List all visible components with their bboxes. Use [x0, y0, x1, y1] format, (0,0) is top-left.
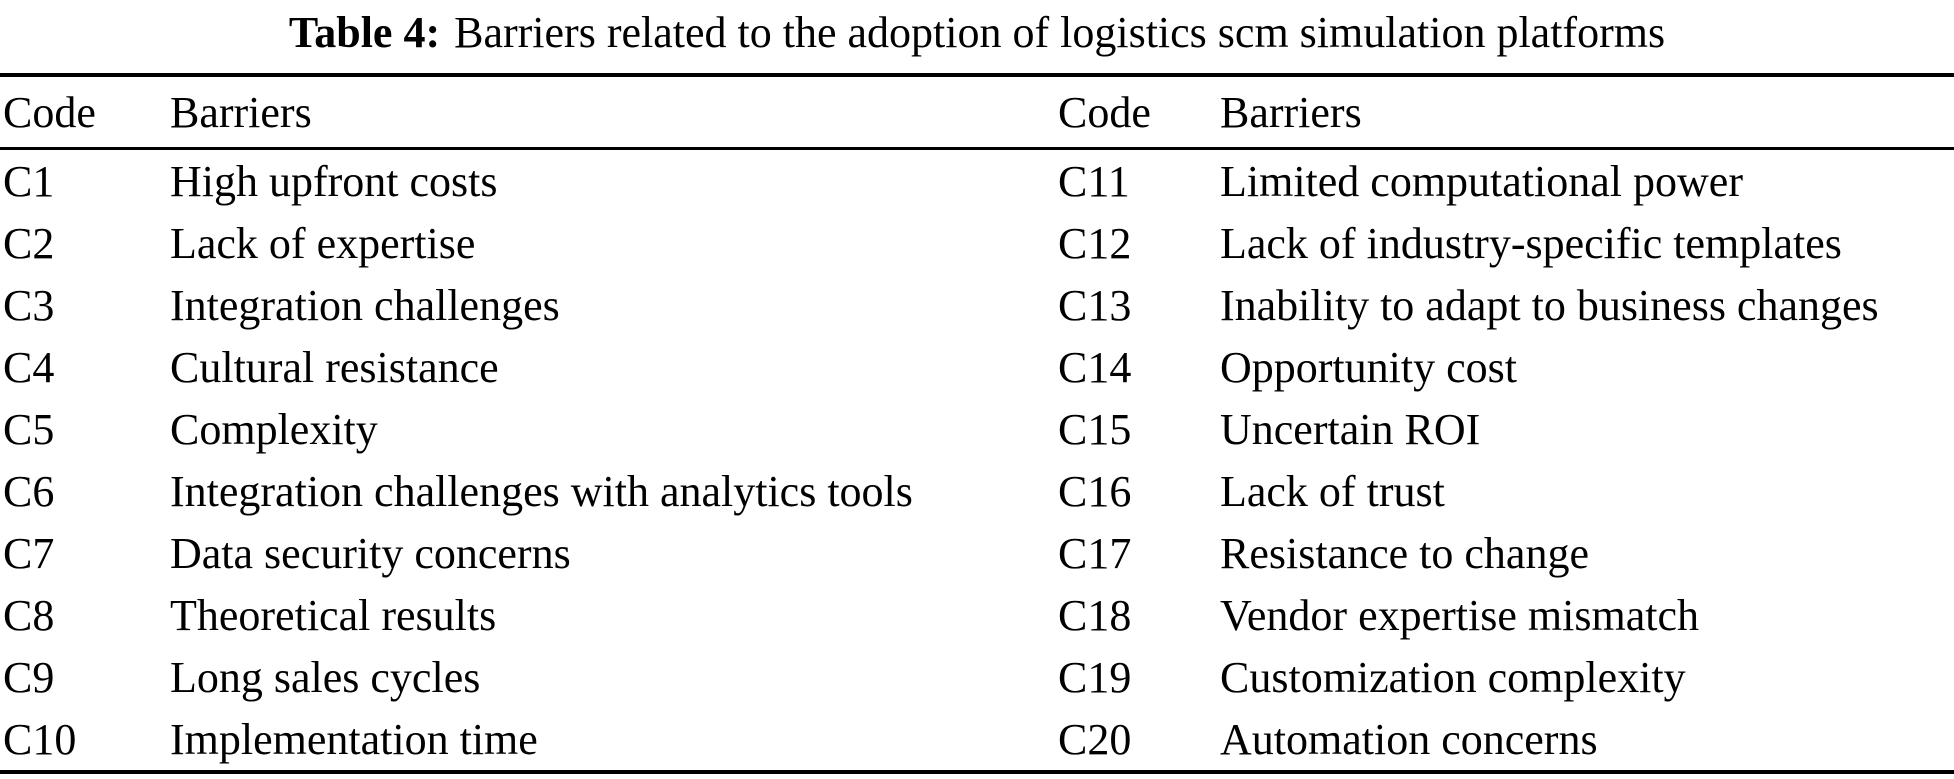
code-cell: C16: [1058, 466, 1132, 516]
barrier-cell: Implementation time: [170, 714, 538, 764]
barrier-cell: Inability to adapt to business changes: [1220, 280, 1879, 330]
barrier-cell: Integration challenges: [170, 280, 560, 330]
header-code-left: Code: [0, 75, 170, 150]
code-cell: C18: [1058, 590, 1132, 640]
barrier-cell: Lack of expertise: [170, 218, 476, 268]
barrier-cell: Opportunity cost: [1220, 342, 1517, 392]
table-caption-label: Table 4:: [288, 8, 441, 57]
code-cell: C10: [3, 714, 77, 764]
code-cell: C7: [3, 528, 55, 578]
table-row: C7 Data security concerns C17 Resistance…: [0, 522, 1954, 584]
table-row: C5 Complexity C15 Uncertain ROI: [0, 398, 1954, 460]
table-row: C9 Long sales cycles C19 Customization c…: [0, 646, 1954, 708]
barrier-cell: Integration challenges with analytics to…: [170, 466, 913, 516]
barrier-cell: Complexity: [170, 404, 378, 454]
header-code-right: Code: [1055, 75, 1220, 150]
barrier-cell: High upfront costs: [170, 156, 498, 206]
table-row: C1 High upfront costs C11 Limited comput…: [0, 149, 1954, 213]
barrier-cell: Limited computational power: [1220, 156, 1743, 206]
code-cell: C4: [3, 342, 55, 392]
header-barriers-left: Barriers: [170, 75, 1055, 150]
code-cell: C12: [1058, 218, 1132, 268]
code-cell: C6: [3, 466, 55, 516]
code-cell: C20: [1058, 714, 1132, 764]
code-cell: C3: [3, 280, 55, 330]
code-cell: C11: [1058, 156, 1130, 206]
barrier-cell: Lack of trust: [1220, 466, 1445, 516]
barrier-cell: Resistance to change: [1220, 528, 1589, 578]
barrier-cell: Cultural resistance: [170, 342, 499, 392]
barrier-cell: Long sales cycles: [170, 652, 481, 702]
code-cell: C5: [3, 404, 55, 454]
code-cell: C17: [1058, 528, 1132, 578]
table-row: C3 Integration challenges C13 Inability …: [0, 274, 1954, 336]
barrier-cell: Automation concerns: [1220, 714, 1598, 764]
barrier-cell: Theoretical results: [170, 590, 497, 640]
table-row: C10 Implementation time C20 Automation c…: [0, 708, 1954, 772]
code-cell: C13: [1058, 280, 1132, 330]
code-cell: C14: [1058, 342, 1132, 392]
table-row: C6 Integration challenges with analytics…: [0, 460, 1954, 522]
barrier-cell: Customization complexity: [1220, 652, 1686, 702]
header-row: Code Barriers Code Barriers: [0, 75, 1954, 150]
header-barriers-right: Barriers: [1220, 75, 1954, 150]
table-row: C8 Theoretical results C18 Vendor expert…: [0, 584, 1954, 646]
table-caption: Table 4: Barriers related to the adoption…: [0, 0, 1954, 73]
table-row: C2 Lack of expertise C12 Lack of industr…: [0, 212, 1954, 274]
barriers-table: Code Barriers Code Barriers C1 High upfr…: [0, 73, 1954, 774]
table-caption-text: Barriers related to the adoption of logi…: [454, 8, 1666, 57]
barrier-cell: Uncertain ROI: [1220, 404, 1481, 454]
code-cell: C2: [3, 218, 55, 268]
barrier-cell: Data security concerns: [170, 528, 571, 578]
code-cell: C8: [3, 590, 55, 640]
code-cell: C19: [1058, 652, 1132, 702]
code-cell: C15: [1058, 404, 1132, 454]
code-cell: C9: [3, 652, 55, 702]
barrier-cell: Lack of industry-specific templates: [1220, 218, 1842, 268]
table-row: C4 Cultural resistance C14 Opportunity c…: [0, 336, 1954, 398]
barrier-cell: Vendor expertise mismatch: [1220, 590, 1699, 640]
code-cell: C1: [3, 156, 55, 206]
